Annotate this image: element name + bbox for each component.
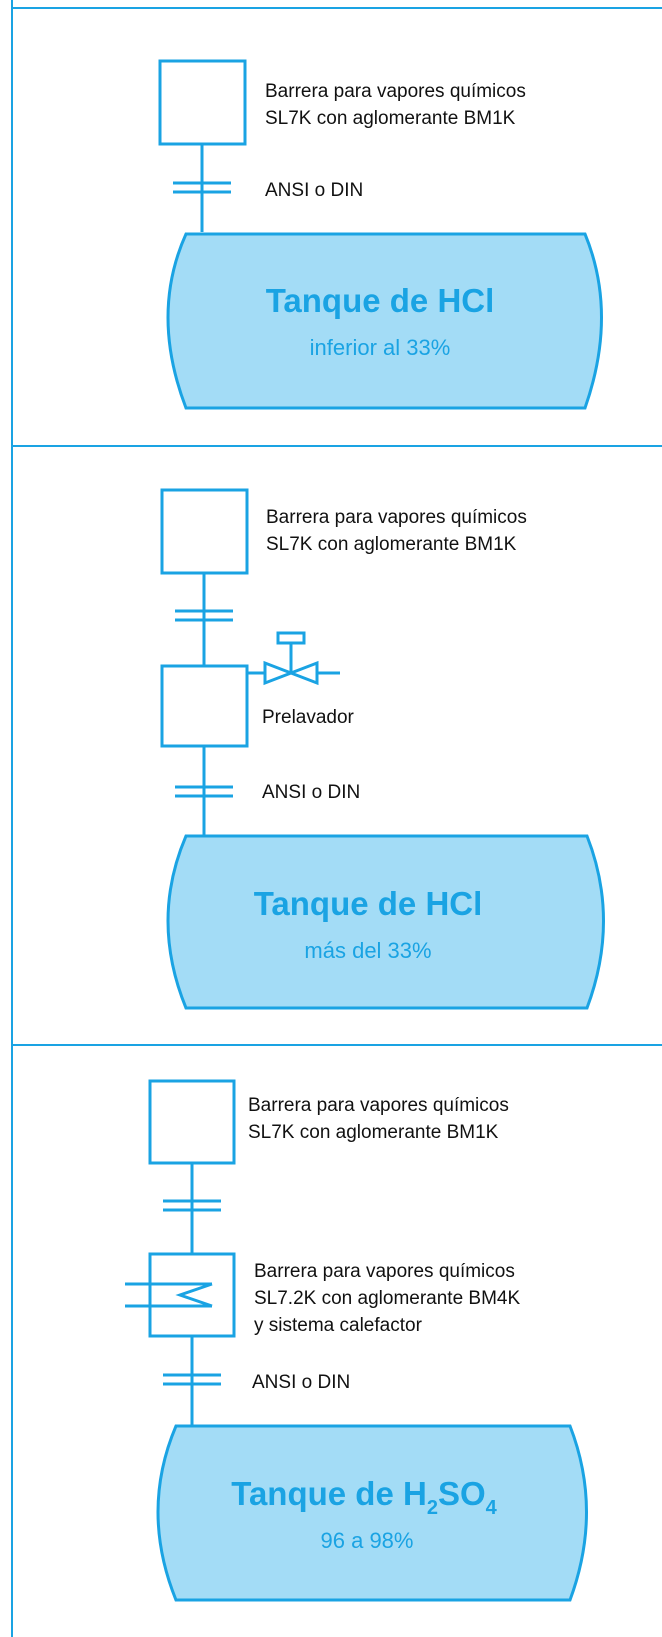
tank-shape: [156, 1424, 588, 1602]
prewasher-box: [160, 664, 249, 748]
tank-title: Tanque de H2SO4: [231, 1475, 497, 1519]
tank-subtitle: inferior al 33%: [310, 335, 451, 360]
flange-label: ANSI o DIN: [265, 180, 363, 201]
panel-h2so4: Barrera para vapores químicos SL7K con a…: [125, 1079, 588, 1602]
panel-hcl-high: Barrera para vapores químicos SL7K con a…: [160, 488, 605, 1010]
tank-title: Tanque de HCl: [266, 282, 495, 319]
vapor-barrier-label-line2: SL7K con aglomerante BM1K: [266, 534, 517, 555]
tank-title: Tanque de HCl: [254, 885, 483, 922]
heated-barrier-label-line2: SL7.2K con aglomerante BM4K: [254, 1288, 520, 1309]
tank-shape: [166, 232, 603, 410]
vapor-barrier-label-line1: Barrera para vapores químicos: [266, 507, 527, 528]
heating-coil-icon: [125, 1282, 213, 1308]
prewasher-label: Prelavador: [262, 707, 355, 728]
vapor-barrier-label-line1: Barrera para vapores químicos: [265, 81, 526, 102]
vapor-barrier-label-line2: SL7K con aglomerante BM1K: [248, 1122, 499, 1143]
heated-barrier-box: [148, 1252, 236, 1338]
vapor-barrier-box: [160, 488, 249, 575]
tank-subtitle: más del 33%: [304, 938, 431, 963]
tank-shape: [166, 834, 605, 1010]
heated-barrier-label-line1: Barrera para vapores químicos: [254, 1261, 515, 1282]
vapor-barrier-box: [148, 1079, 236, 1165]
valve-icon: [247, 631, 340, 686]
flange-label: ANSI o DIN: [262, 782, 360, 803]
vapor-barrier-box: [158, 59, 247, 146]
flange-label: ANSI o DIN: [252, 1372, 350, 1393]
vapor-barrier-label-line2: SL7K con aglomerante BM1K: [265, 108, 516, 129]
frame: [11, 0, 662, 1637]
heated-barrier-label-line3: y sistema calefactor: [254, 1315, 423, 1336]
panel-hcl-low: Barrera para vapores químicos SL7K con a…: [158, 59, 603, 410]
tank-subtitle: 96 a 98%: [321, 1528, 414, 1553]
vapor-barrier-label-line1: Barrera para vapores químicos: [248, 1095, 509, 1116]
